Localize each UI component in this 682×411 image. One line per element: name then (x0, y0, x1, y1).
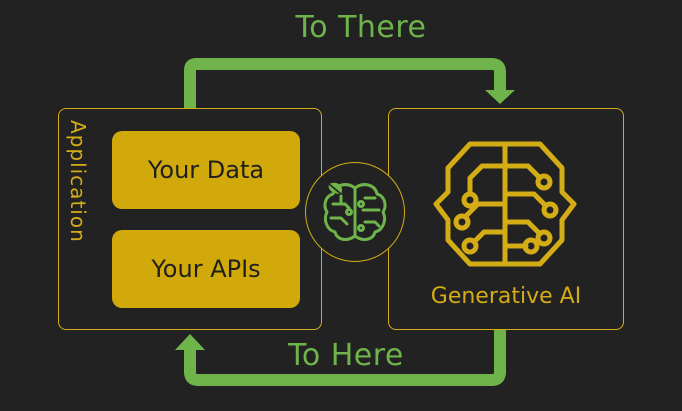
brain-badge (305, 162, 405, 262)
to-here-arrowhead (175, 334, 205, 350)
your-data-box: Your Data (112, 131, 300, 209)
brain-leaf-icon (323, 182, 387, 241)
to-there-arrowhead (485, 90, 515, 104)
circuit-brain-icon (433, 141, 577, 267)
to-here-arrow (184, 330, 506, 386)
to-there-label: To There (295, 10, 427, 45)
generative-ai-label: Generative AI (430, 284, 582, 309)
your-apis-box: Your APIs (112, 230, 300, 308)
application-label: Application (66, 120, 90, 243)
to-here-label: To Here (288, 338, 404, 373)
to-there-arrow (184, 58, 506, 108)
